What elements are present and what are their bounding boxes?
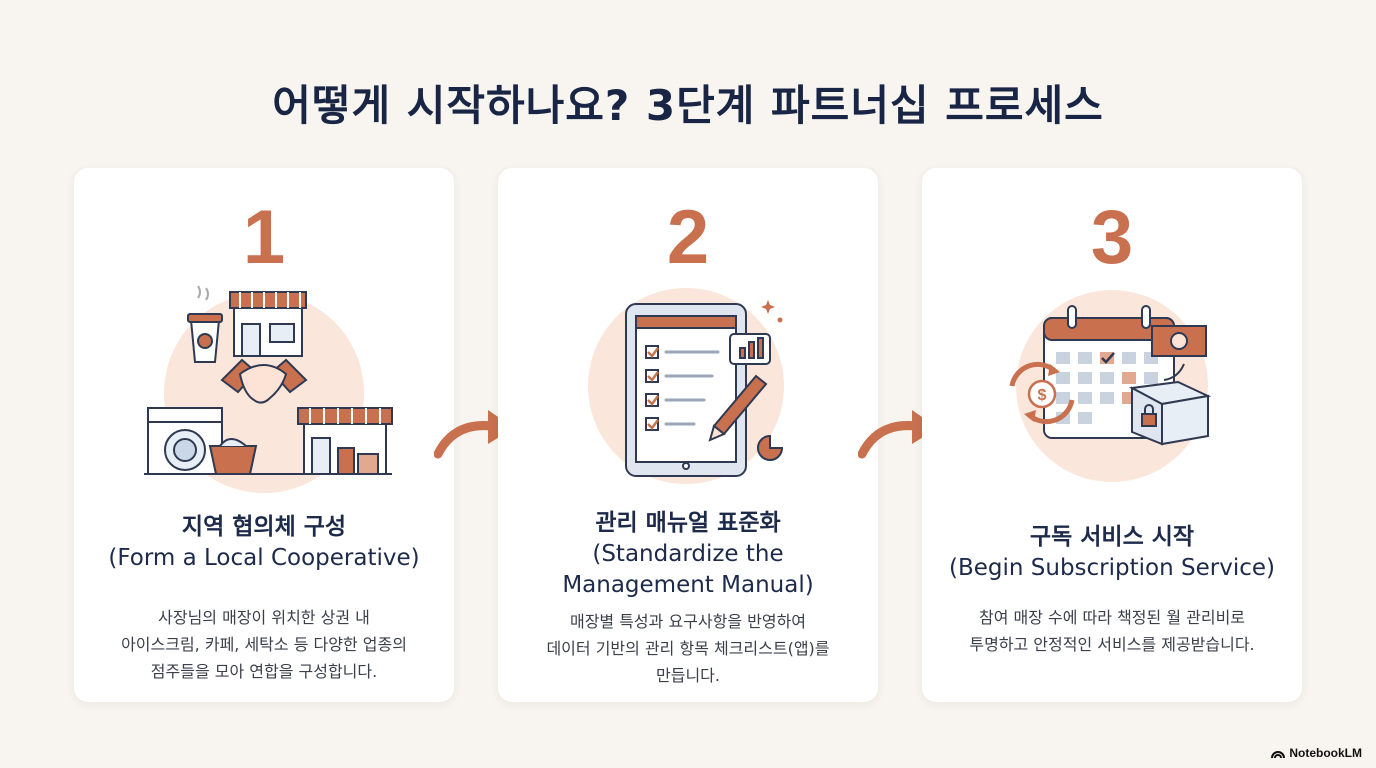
step-description: 사장님의 매장이 위치한 상권 내 아이스크림, 카페, 세탁소 등 다양한 업… (121, 608, 407, 681)
brand-label: NotebookLM (1271, 746, 1362, 760)
calendar-subscription-icon: $ (1009, 290, 1212, 482)
step-heading: 지역 협의체 구성 (Form a Local Cooperative) (74, 512, 454, 574)
step-heading-en: (Standardize the Management Manual) (562, 541, 814, 598)
step-heading: 구독 서비스 시작 (Begin Subscription Service) (922, 522, 1302, 584)
step-number: 2 (666, 195, 710, 280)
step-heading-ko: 지역 협의체 구성 (181, 514, 347, 540)
svg-text:$: $ (1038, 387, 1047, 404)
storefront-handshake-icon (144, 285, 393, 493)
step-heading-ko: 관리 매뉴얼 표준화 (595, 510, 781, 536)
step-heading-en: (Form a Local Cooperative) (108, 545, 420, 571)
step-card-2: 2 (498, 168, 878, 702)
tablet-checklist-icon (588, 288, 784, 484)
step-number: 3 (1090, 195, 1134, 280)
step-heading-ko: 구독 서비스 시작 (1029, 524, 1195, 550)
step-description: 매장별 특성과 요구사항을 반영하여 데이터 기반의 관리 항목 체크리스트(앱… (546, 612, 830, 685)
step-description: 참여 매장 수에 따라 책정된 월 관리비로 투명하고 안정적인 서비스를 제공… (969, 608, 1255, 654)
step-heading-en: (Begin Subscription Service) (949, 555, 1275, 581)
step-card-3: 3 (922, 168, 1302, 702)
brand-text: NotebookLM (1289, 746, 1362, 760)
step-card-1: 1 (74, 168, 454, 702)
page-title: 어떻게 시작하나요? 3단계 파트너십 프로세스 (272, 81, 1104, 130)
step-heading: 관리 매뉴얼 표준화 (Standardize the Management M… (498, 508, 878, 601)
step-number: 1 (242, 195, 286, 280)
notebooklm-logo-icon (1271, 751, 1286, 759)
